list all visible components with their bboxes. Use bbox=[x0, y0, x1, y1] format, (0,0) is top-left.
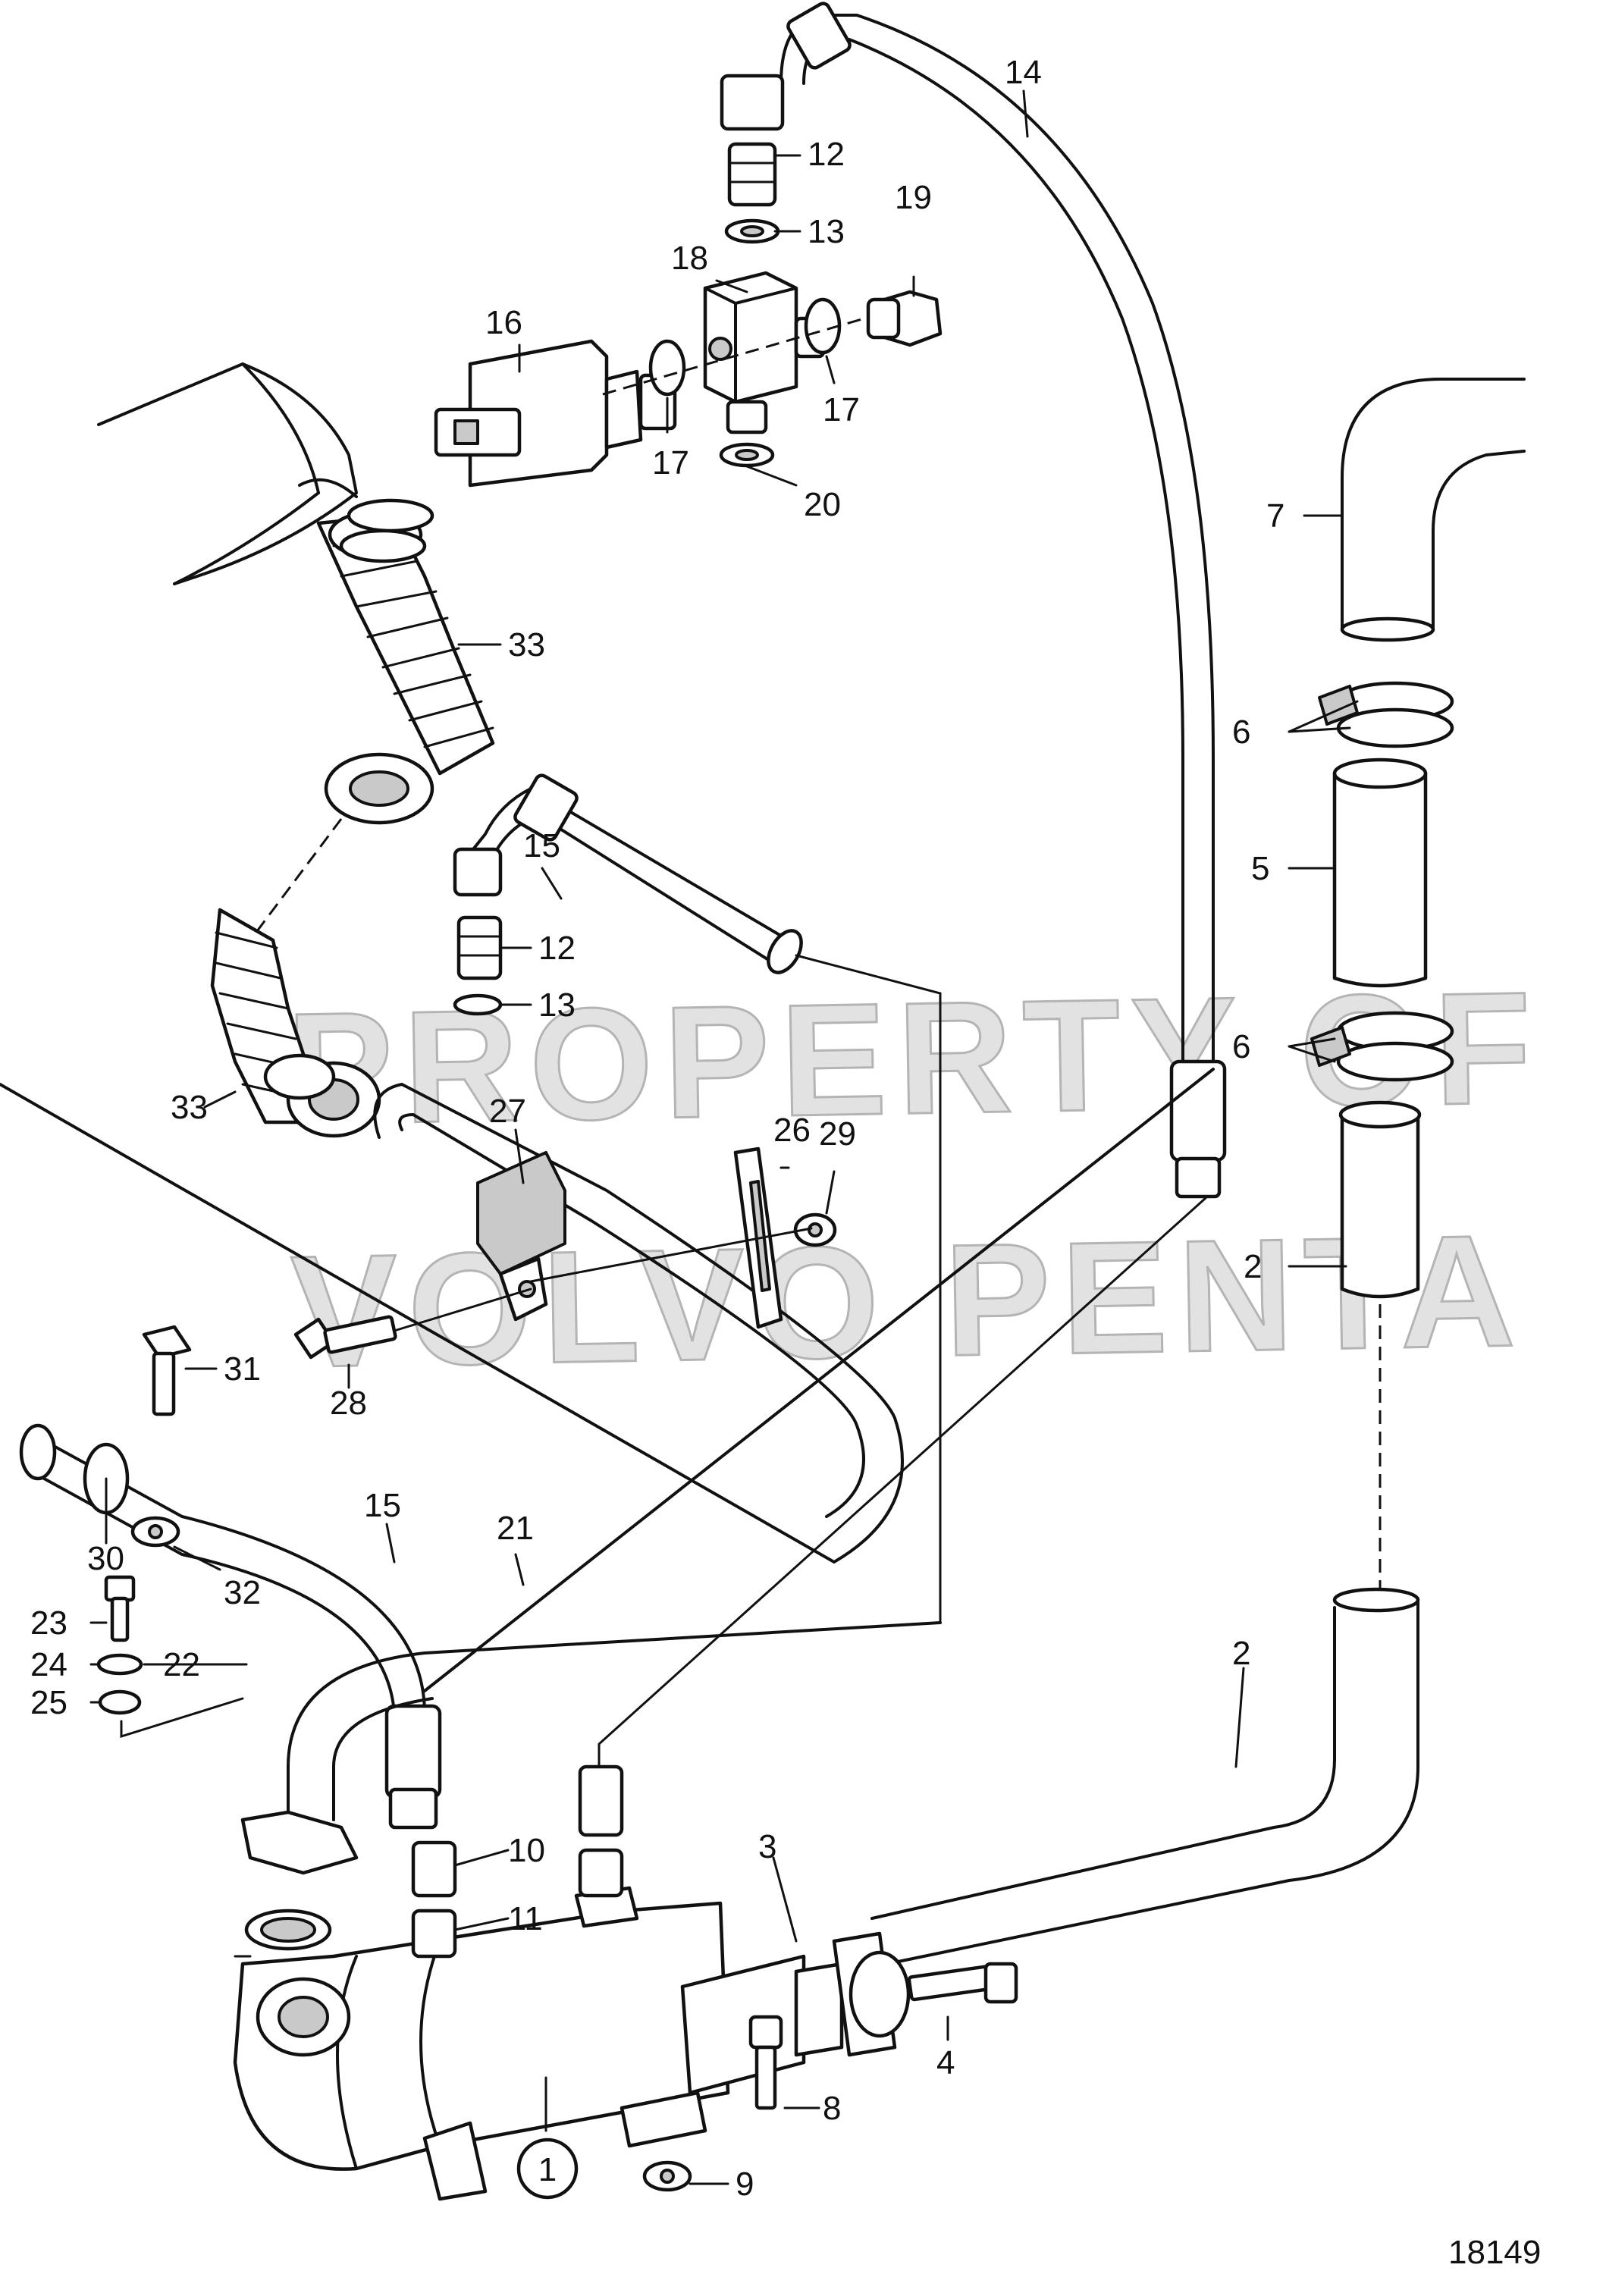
callout-23: 23 bbox=[30, 1604, 67, 1642]
callout-25: 25 bbox=[30, 1684, 67, 1721]
pipe-14 bbox=[720, 2, 1215, 1071]
bolt-31 bbox=[142, 1325, 192, 1416]
callout-21: 21 bbox=[497, 1510, 534, 1547]
fitting-12-lower bbox=[456, 915, 503, 980]
leader-hose-dashed bbox=[249, 818, 343, 941]
fittings-10-11 bbox=[411, 1764, 624, 1959]
callout-4: 4 bbox=[936, 2044, 955, 2081]
callout-15-upper: 15 bbox=[523, 827, 560, 864]
washer-13-upper bbox=[724, 218, 780, 244]
t-piece-18 bbox=[703, 271, 826, 434]
hose-5 bbox=[1332, 757, 1428, 988]
pipe-15-lower bbox=[19, 1423, 442, 1830]
nut-9 bbox=[642, 2160, 692, 2192]
callout-22: 22 bbox=[163, 1646, 200, 1683]
plug-19 bbox=[866, 290, 943, 347]
callout-32: 32 bbox=[224, 1574, 261, 1611]
callout-10: 10 bbox=[508, 1832, 545, 1869]
callout-labels: 1 2 2 3 4 5 6 6 7 8 9 10 11 12 12 13 13 … bbox=[30, 54, 1541, 2271]
hose-7 bbox=[1340, 378, 1526, 642]
callout-9: 9 bbox=[736, 2166, 754, 2203]
callout-6-upper: 6 bbox=[1232, 714, 1250, 751]
callout-30: 30 bbox=[87, 1540, 124, 1577]
callout-19: 19 bbox=[895, 179, 932, 216]
washer-20 bbox=[719, 442, 775, 468]
callout-29: 29 bbox=[819, 1115, 856, 1153]
callout-27: 27 bbox=[489, 1093, 526, 1130]
clip-27 bbox=[476, 1151, 566, 1322]
hose-2-lower bbox=[870, 1587, 1420, 1965]
fitting-12-upper bbox=[727, 142, 777, 207]
washer-13-lower bbox=[453, 993, 503, 1016]
callout-1-circle bbox=[516, 2138, 579, 2200]
callout-33-lower: 33 bbox=[171, 1089, 208, 1126]
sensor-16 bbox=[434, 339, 677, 488]
bolt-23 bbox=[104, 1575, 136, 1642]
nut-29 bbox=[793, 1212, 837, 1247]
callout-26: 26 bbox=[773, 1112, 811, 1149]
exhaust-elbow bbox=[97, 362, 358, 585]
callout-17-left: 17 bbox=[652, 444, 689, 481]
hose-2-upper bbox=[1338, 1100, 1422, 1299]
leader-pipe-14-to-11 bbox=[598, 1197, 1207, 1768]
nut-32 bbox=[130, 1516, 180, 1548]
callout-20: 20 bbox=[804, 486, 841, 523]
callout-13-upper: 13 bbox=[808, 213, 845, 250]
callout-11: 11 bbox=[508, 1900, 543, 1937]
callout-6-lower: 6 bbox=[1232, 1028, 1250, 1065]
callout-1: 1 bbox=[538, 2151, 557, 2188]
callout-17-right: 17 bbox=[823, 391, 860, 428]
callout-24: 24 bbox=[30, 1646, 67, 1683]
callout-7: 7 bbox=[1266, 497, 1284, 535]
bolt-8 bbox=[748, 2015, 783, 2110]
callout-2-upper: 2 bbox=[1244, 1248, 1262, 1285]
flange-3 bbox=[832, 1931, 911, 2057]
callout-33-upper: 33 bbox=[508, 626, 545, 663]
clamps-6-upper bbox=[1318, 681, 1454, 748]
pipe-21 bbox=[287, 1068, 1215, 1821]
callout-15-lower: 15 bbox=[364, 1487, 401, 1524]
callout-3: 3 bbox=[758, 1828, 776, 1865]
leader-clip-bolt bbox=[529, 1227, 813, 1283]
pipe-14-end-fitting bbox=[1169, 1059, 1227, 1199]
leader-sensor-axis bbox=[602, 317, 865, 396]
figure-number: 18149 bbox=[1448, 2234, 1541, 2271]
hose-27 bbox=[0, 1083, 904, 1564]
callout-8: 8 bbox=[823, 2090, 841, 2127]
callout-28: 28 bbox=[330, 1385, 367, 1422]
washer-24 bbox=[96, 1653, 143, 1676]
callout-12-lower: 12 bbox=[538, 930, 576, 967]
pipe-15-upper bbox=[453, 773, 942, 1624]
leader-lines bbox=[89, 89, 1359, 2185]
callout-13-lower: 13 bbox=[538, 986, 576, 1024]
nut-25 bbox=[98, 1689, 142, 1715]
callout-18: 18 bbox=[671, 240, 708, 277]
flange-22 bbox=[240, 1810, 359, 1951]
hose-clamp-33 bbox=[263, 498, 434, 1100]
leader-bolt-28 bbox=[393, 1288, 532, 1332]
callout-5: 5 bbox=[1251, 850, 1269, 887]
callout-16: 16 bbox=[485, 304, 522, 341]
bolt-4 bbox=[907, 1962, 1018, 2004]
callout-31: 31 bbox=[224, 1350, 261, 1388]
callout-14: 14 bbox=[1005, 54, 1042, 91]
heat-exchanger-1 bbox=[233, 1886, 844, 2201]
callout-2-lower: 2 bbox=[1232, 1635, 1250, 1672]
callout-12-upper: 12 bbox=[808, 136, 845, 173]
bolt-28 bbox=[293, 1315, 397, 1360]
leader-bolt-23-group bbox=[120, 1697, 244, 1739]
